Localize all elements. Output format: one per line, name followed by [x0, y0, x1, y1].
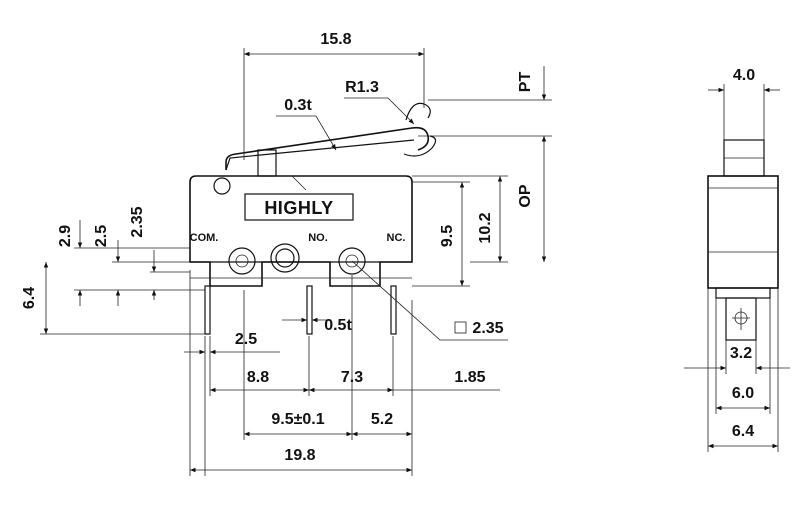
side-terminal: [725, 297, 757, 341]
hole-center-inner: [275, 248, 295, 268]
dim-lever-thickness: 0.3t: [284, 97, 312, 114]
hole-nc: [338, 247, 366, 275]
dim-top-width: 15.8: [320, 31, 351, 48]
leader-roller-radius: [344, 97, 415, 125]
terminal-nc: [390, 285, 397, 335]
dim-5-2: 5.2: [371, 411, 393, 428]
actuator-guide: [291, 175, 307, 191]
side-base: [715, 287, 771, 299]
leader-pin-square: [351, 260, 508, 341]
dim-2-9: 2.9: [57, 225, 74, 247]
dim-side-6-4: 6.4: [732, 423, 754, 440]
dim-6-4-height: 6.4: [21, 287, 38, 309]
dim-overall-width: 19.8: [284, 447, 315, 464]
dim-pt: PT: [517, 72, 534, 93]
dim-side-3-2: 3.2: [730, 345, 752, 362]
terminal-com: [204, 285, 211, 335]
side-dimensions: 4.0 3.2 6.0 6.4: [684, 67, 790, 452]
dim-2-35-height: 2.35: [129, 206, 146, 237]
side-center-mark: [732, 308, 750, 330]
hole-com: [228, 247, 256, 275]
hole-nc-inner: [345, 254, 359, 268]
lever-arm: [225, 126, 430, 170]
dim-2-5-height: 2.5: [93, 225, 110, 247]
dim-pin-pitch: 2.5: [235, 331, 257, 348]
lever-roller-bottom: [403, 135, 437, 157]
switch-side-view: [707, 139, 779, 341]
dim-height-9-5: 9.5: [439, 225, 456, 247]
dim-pin-thickness: 0.5t: [324, 317, 352, 334]
brand-box: [244, 193, 354, 221]
hole-center: [270, 243, 300, 273]
leader-lever-thickness: [276, 115, 337, 151]
pin-label-com: COM.: [190, 232, 219, 244]
brand-label: HIGHLY: [264, 198, 333, 218]
terminal-no: [306, 285, 313, 335]
dim-roller-radius: R1.3: [345, 79, 379, 96]
lever-roller-top: [405, 102, 431, 121]
square-symbol-icon: [454, 321, 467, 334]
dim-op: OP: [517, 184, 534, 207]
switch-front-view: HIGHLY COM. NO. NC.: [189, 102, 437, 335]
pin-label-no: NO.: [308, 232, 328, 244]
dim-side-top-width: 4.0: [733, 67, 755, 84]
dim-pin-square: 2.35: [472, 320, 503, 337]
mounting-hole-top: [213, 177, 231, 195]
pin-label-nc: NC.: [387, 232, 406, 244]
lever-arm-lower: [225, 139, 415, 171]
hole-com-inner: [235, 254, 249, 268]
dim-height-10-2: 10.2: [477, 212, 494, 243]
dim-1-85: 1.85: [454, 369, 485, 386]
dim-hole-pitch: 9.5±0.1: [271, 411, 324, 428]
dim-side-6-0: 6.0: [732, 385, 754, 402]
front-dimensions: 15.8 0.3t R1.3 PT OP 9.5 10.2: [21, 31, 552, 476]
switch-body-outline: [189, 175, 413, 287]
side-body: [707, 175, 779, 289]
dim-8-8: 8.8: [247, 369, 269, 386]
